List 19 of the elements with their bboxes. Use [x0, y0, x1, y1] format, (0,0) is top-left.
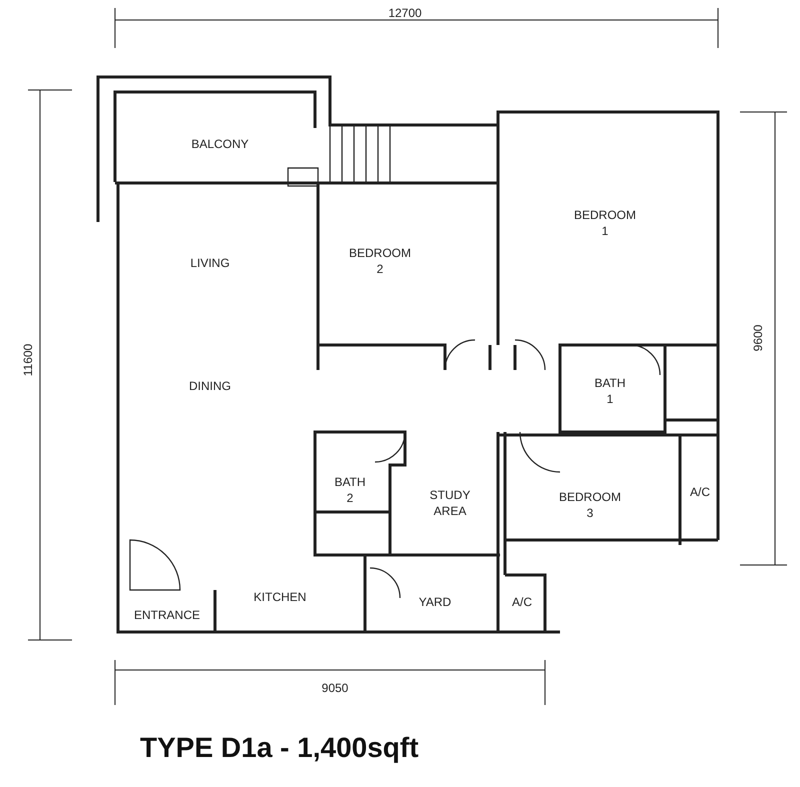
room-label: BATH 1 — [593, 375, 627, 407]
dimension-label: 9600 — [750, 324, 766, 354]
dimension-label: 9050 — [320, 680, 350, 696]
room-label: BEDROOM 3 — [558, 489, 622, 521]
dimension-label: 12700 — [387, 5, 423, 21]
room-label: BEDROOM 1 — [572, 207, 637, 239]
room-label: STUDY AREA — [428, 487, 472, 519]
room-label: ENTRANCE — [132, 607, 201, 623]
room-label: KITCHEN — [252, 589, 308, 605]
room-label: A/C — [510, 594, 533, 610]
room-label: YARD — [418, 594, 452, 610]
plan-title: TYPE D1a - 1,400sqft — [140, 732, 419, 764]
room-label: LIVING — [189, 255, 231, 271]
room-label: BEDROOM 2 — [348, 245, 412, 277]
room-label: A/C — [688, 484, 711, 500]
dimension-label: 11600 — [20, 342, 36, 378]
room-label: BATH 2 — [333, 474, 367, 506]
room-label: DINING — [188, 378, 232, 394]
room-label: BALCONY — [190, 136, 250, 152]
